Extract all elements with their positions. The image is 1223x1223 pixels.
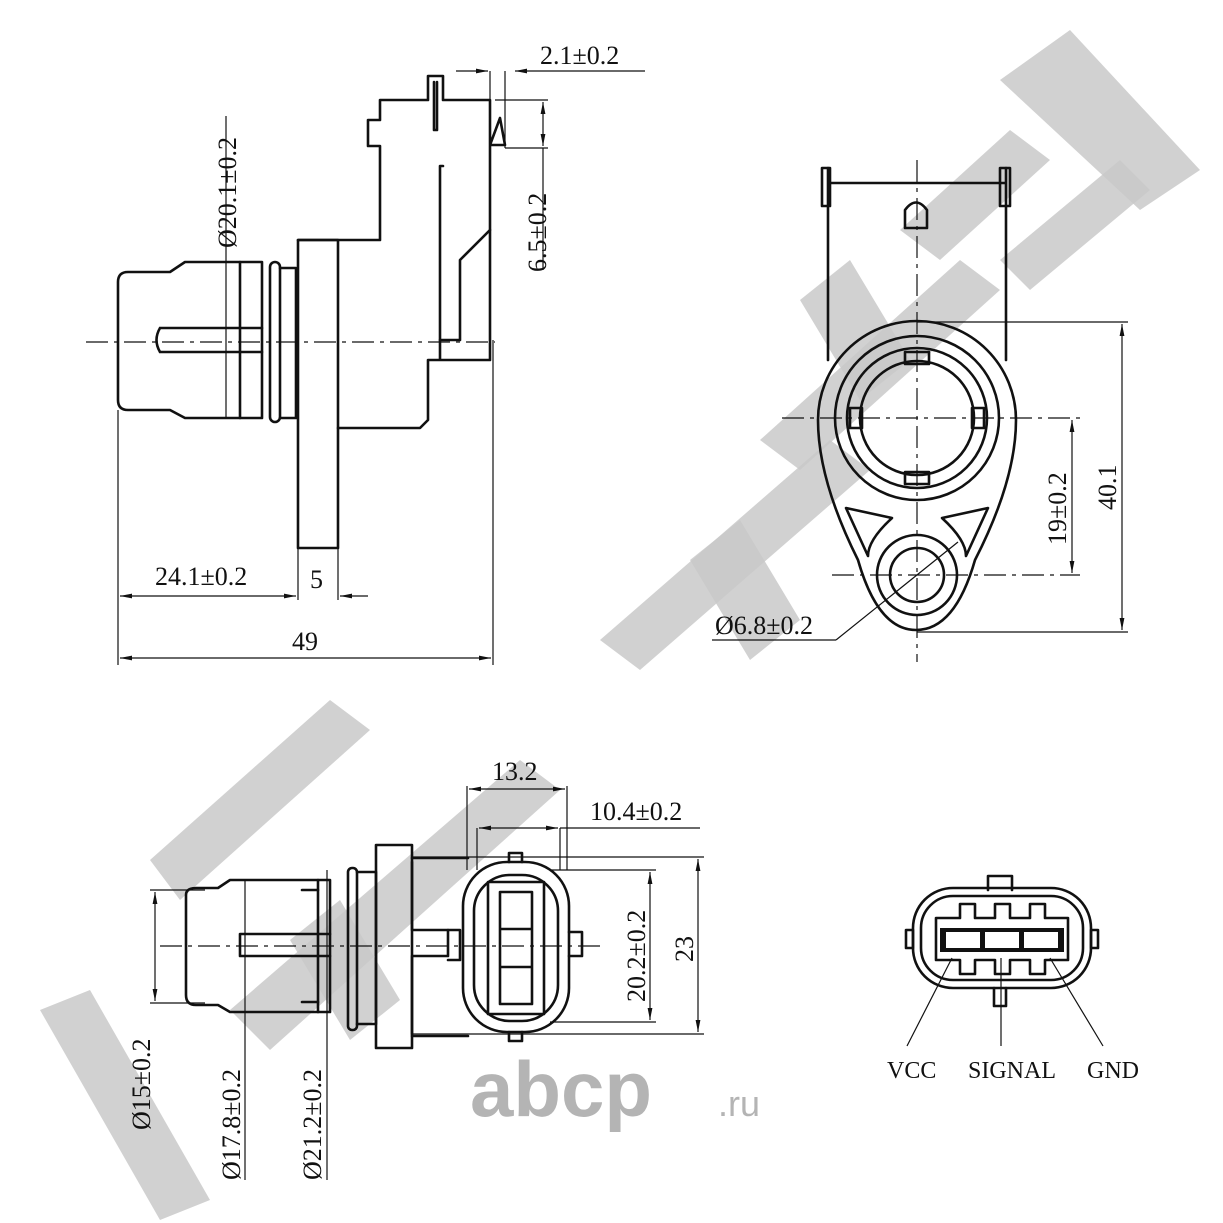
bottom-view: 13.2 10.4±0.2 20.2±0.2 23 Ø15±0.2 Ø17.8±… (127, 757, 704, 1180)
dim-total-height: 40.1 (1093, 465, 1122, 511)
front-view: 19±0.2 40.1 Ø6.8±0.2 (712, 160, 1128, 662)
dim-overall-length: 49 (292, 627, 318, 656)
connector-pinout: VCC SIGNAL GND (887, 874, 1139, 1084)
dim-connector-height: 6.5±0.2 (523, 193, 552, 272)
dim-sensor-length: 24.1±0.2 (155, 562, 247, 591)
dim-tip-diameter: Ø15±0.2 (127, 1038, 156, 1130)
pin-label-gnd: GND (1087, 1058, 1139, 1084)
dim-inner-height: 20.2±0.2 (622, 910, 651, 1002)
dim-top-offset: 2.1±0.2 (540, 41, 619, 70)
dim-bolt-hole: Ø6.8±0.2 (715, 611, 813, 640)
abcp-logo: abcp .ru (470, 1045, 760, 1133)
dim-inner-width: 10.4±0.2 (590, 797, 682, 826)
pin-label-vcc: VCC (887, 1058, 936, 1084)
svg-text:.ru: .ru (718, 1083, 760, 1124)
dim-body-diameter: Ø20.1±0.2 (213, 137, 242, 248)
dim-hole-spacing: 19±0.2 (1043, 472, 1072, 545)
dim-oring-diameter: Ø21.2±0.2 (298, 1069, 327, 1180)
pin-label-signal: SIGNAL (968, 1058, 1056, 1084)
dim-outer-height: 23 (670, 936, 699, 962)
dim-shoulder-diameter: Ø17.8±0.2 (217, 1069, 246, 1180)
dim-connector-width: 13.2 (492, 757, 538, 786)
side-view: 2.1±0.2 6.5±0.2 Ø20.1±0.2 24.1±0.2 5 49 (86, 41, 645, 665)
dim-flange-thickness: 5 (310, 565, 323, 594)
svg-text:abcp: abcp (470, 1045, 652, 1133)
